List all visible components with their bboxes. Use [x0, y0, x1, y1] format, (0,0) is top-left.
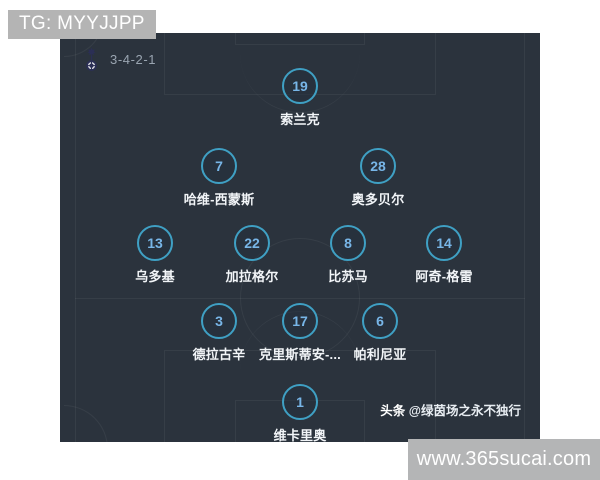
attribution-credit: 头条 @绿茵场之永不独行: [380, 400, 521, 419]
player-number-badge[interactable]: 28: [360, 148, 396, 184]
watermark-top-left: TG: MYYJJPP: [8, 10, 156, 39]
player-number-badge[interactable]: 8: [330, 225, 366, 261]
player-number-badge[interactable]: 6: [362, 303, 398, 339]
player-name-label: 奥多贝尔: [351, 192, 405, 207]
player-number-badge[interactable]: 19: [282, 68, 318, 104]
pitch-sideline-right: [524, 33, 525, 442]
player-number-badge[interactable]: 1: [282, 384, 318, 420]
corner-arc-bottom-left: [64, 405, 108, 442]
attribution-brand: 头条: [380, 404, 406, 418]
pitch-sideline-left: [75, 33, 76, 442]
player-number-badge[interactable]: 13: [137, 225, 173, 261]
player-name-label: 索兰克: [280, 112, 320, 127]
player-goalkeeper[interactable]: 1 维卡里奥: [240, 384, 360, 442]
player-attacking-midfielder-left[interactable]: 7 哈维-西蒙斯: [159, 148, 279, 208]
formation-label: 3-4-2-1: [110, 52, 157, 67]
player-midfielder-2[interactable]: 22 加拉格尔: [192, 225, 312, 285]
watermark-bottom-right: www.365sucai.com: [408, 439, 600, 480]
player-number-badge[interactable]: 17: [282, 303, 318, 339]
player-name-label: 帕利尼亚: [353, 347, 407, 362]
player-attacking-midfielder-right[interactable]: 28 奥多贝尔: [318, 148, 438, 208]
penalty-box-bottom: [164, 350, 436, 442]
player-striker[interactable]: 19 索兰克: [240, 68, 360, 128]
player-midfielder-3[interactable]: 8 比苏马: [288, 225, 408, 285]
player-name-label: 哈维-西蒙斯: [183, 192, 255, 207]
attribution-handle: @绿茵场之永不独行: [408, 404, 521, 418]
player-defender-center[interactable]: 17 克里斯蒂安-...: [240, 303, 360, 363]
penalty-arc-top: [240, 53, 360, 113]
player-number-badge[interactable]: 14: [426, 225, 462, 261]
player-midfielder-4[interactable]: 14 阿奇-格雷: [384, 225, 504, 285]
player-name-label: 维卡里奥: [273, 428, 327, 442]
player-name-label: 比苏马: [328, 269, 368, 284]
player-name-label: 乌多基: [135, 269, 175, 284]
formation-header: 3-4-2-1: [82, 47, 156, 72]
player-defender-right[interactable]: 6 帕利尼亚: [320, 303, 440, 363]
team-crest-icon: [86, 47, 97, 71]
player-number-badge[interactable]: 22: [234, 225, 270, 261]
player-defender-left[interactable]: 3 德拉古辛: [159, 303, 279, 363]
player-name-label: 加拉格尔: [225, 269, 279, 284]
goal-box-top: [235, 33, 365, 45]
player-name-label: 克里斯蒂安-...: [259, 347, 341, 362]
player-number-badge[interactable]: 7: [201, 148, 237, 184]
player-number-badge[interactable]: 3: [201, 303, 237, 339]
player-midfielder-1[interactable]: 13 乌多基: [95, 225, 215, 285]
player-name-label: 德拉古辛: [192, 347, 246, 362]
player-name-label: 阿奇-格雷: [415, 269, 473, 284]
